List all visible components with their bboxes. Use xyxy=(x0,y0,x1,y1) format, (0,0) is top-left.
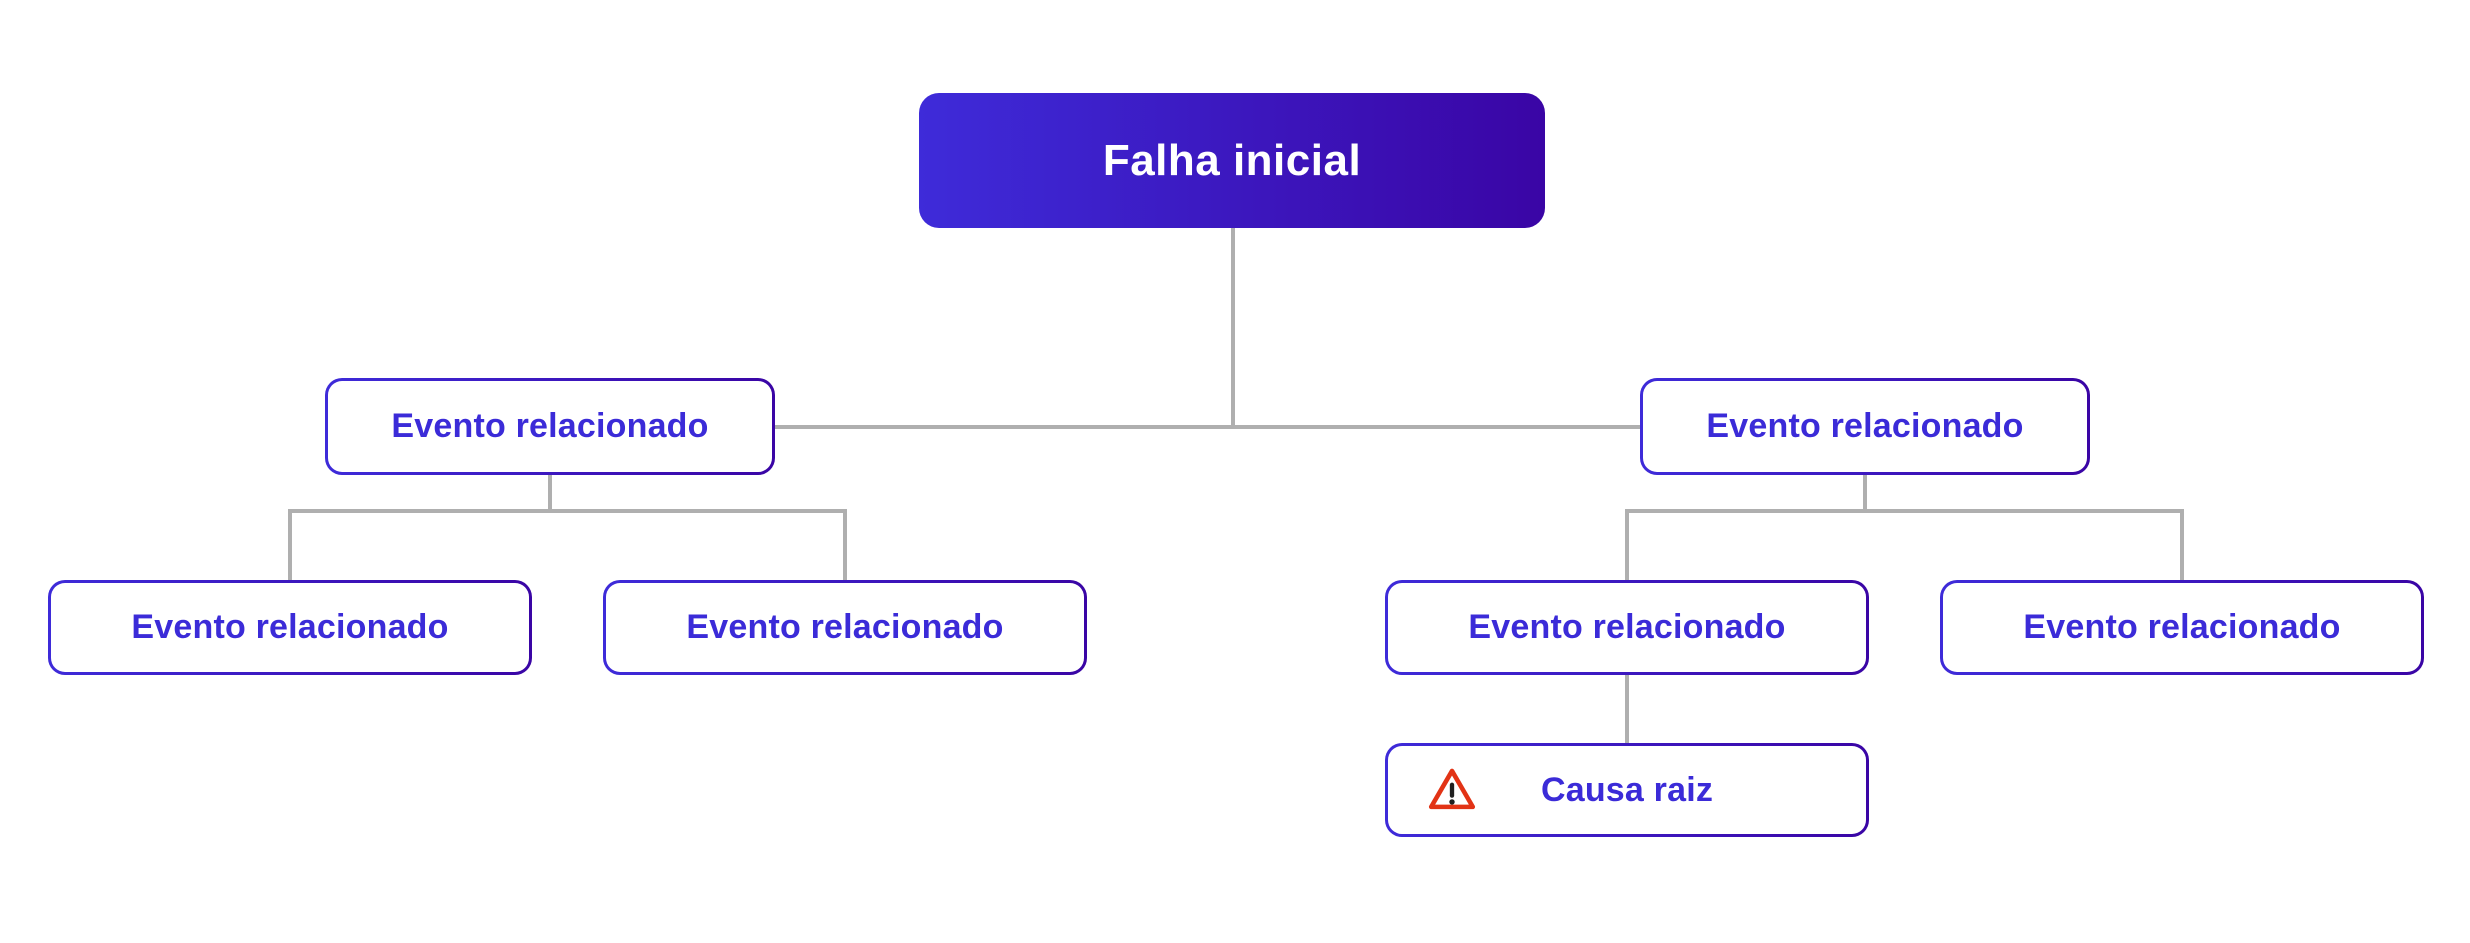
node-related-event-leaf-right-2[interactable]: Evento relacionado xyxy=(1940,580,2424,675)
node-label: Evento relacionado xyxy=(2023,608,2341,646)
node-root-cause[interactable]: Causa raiz xyxy=(1385,743,1869,837)
connector-drop-leaf-right-2 xyxy=(2180,509,2184,582)
node-initial-failure[interactable]: Falha inicial xyxy=(919,93,1545,228)
node-related-event-leaf-right-1[interactable]: Evento relacionado xyxy=(1385,580,1869,675)
connector-drop-leaf-left-1 xyxy=(288,509,292,582)
node-label: Evento relacionado xyxy=(131,608,449,646)
node-label: Evento relacionado xyxy=(391,407,709,445)
connector-right-rail xyxy=(1625,509,2184,513)
node-related-event-leaf-left-1[interactable]: Evento relacionado xyxy=(48,580,532,675)
connector-drop-leaf-right-1 xyxy=(1625,509,1629,582)
node-related-event-branch-left[interactable]: Evento relacionado xyxy=(325,378,775,475)
connector-main-rail xyxy=(775,425,1642,429)
connector-root-drop xyxy=(1231,228,1235,427)
warning-triangle-icon xyxy=(1424,764,1480,816)
connector-left-branch-stub xyxy=(548,475,552,513)
node-label: Evento relacionado xyxy=(686,608,1004,646)
node-label: Causa raiz xyxy=(1540,770,1714,809)
connector-drop-leaf-left-2 xyxy=(843,509,847,582)
connector-right-branch-stub xyxy=(1863,475,1867,513)
node-related-event-branch-right[interactable]: Evento relacionado xyxy=(1640,378,2090,475)
node-initial-failure-label: Falha inicial xyxy=(1102,135,1362,185)
connector-left-rail xyxy=(288,509,847,513)
connector-root-cause-drop xyxy=(1625,673,1629,745)
node-related-event-leaf-left-2[interactable]: Evento relacionado xyxy=(603,580,1087,675)
node-label: Evento relacionado xyxy=(1706,407,2024,445)
node-label: Evento relacionado xyxy=(1468,608,1786,646)
